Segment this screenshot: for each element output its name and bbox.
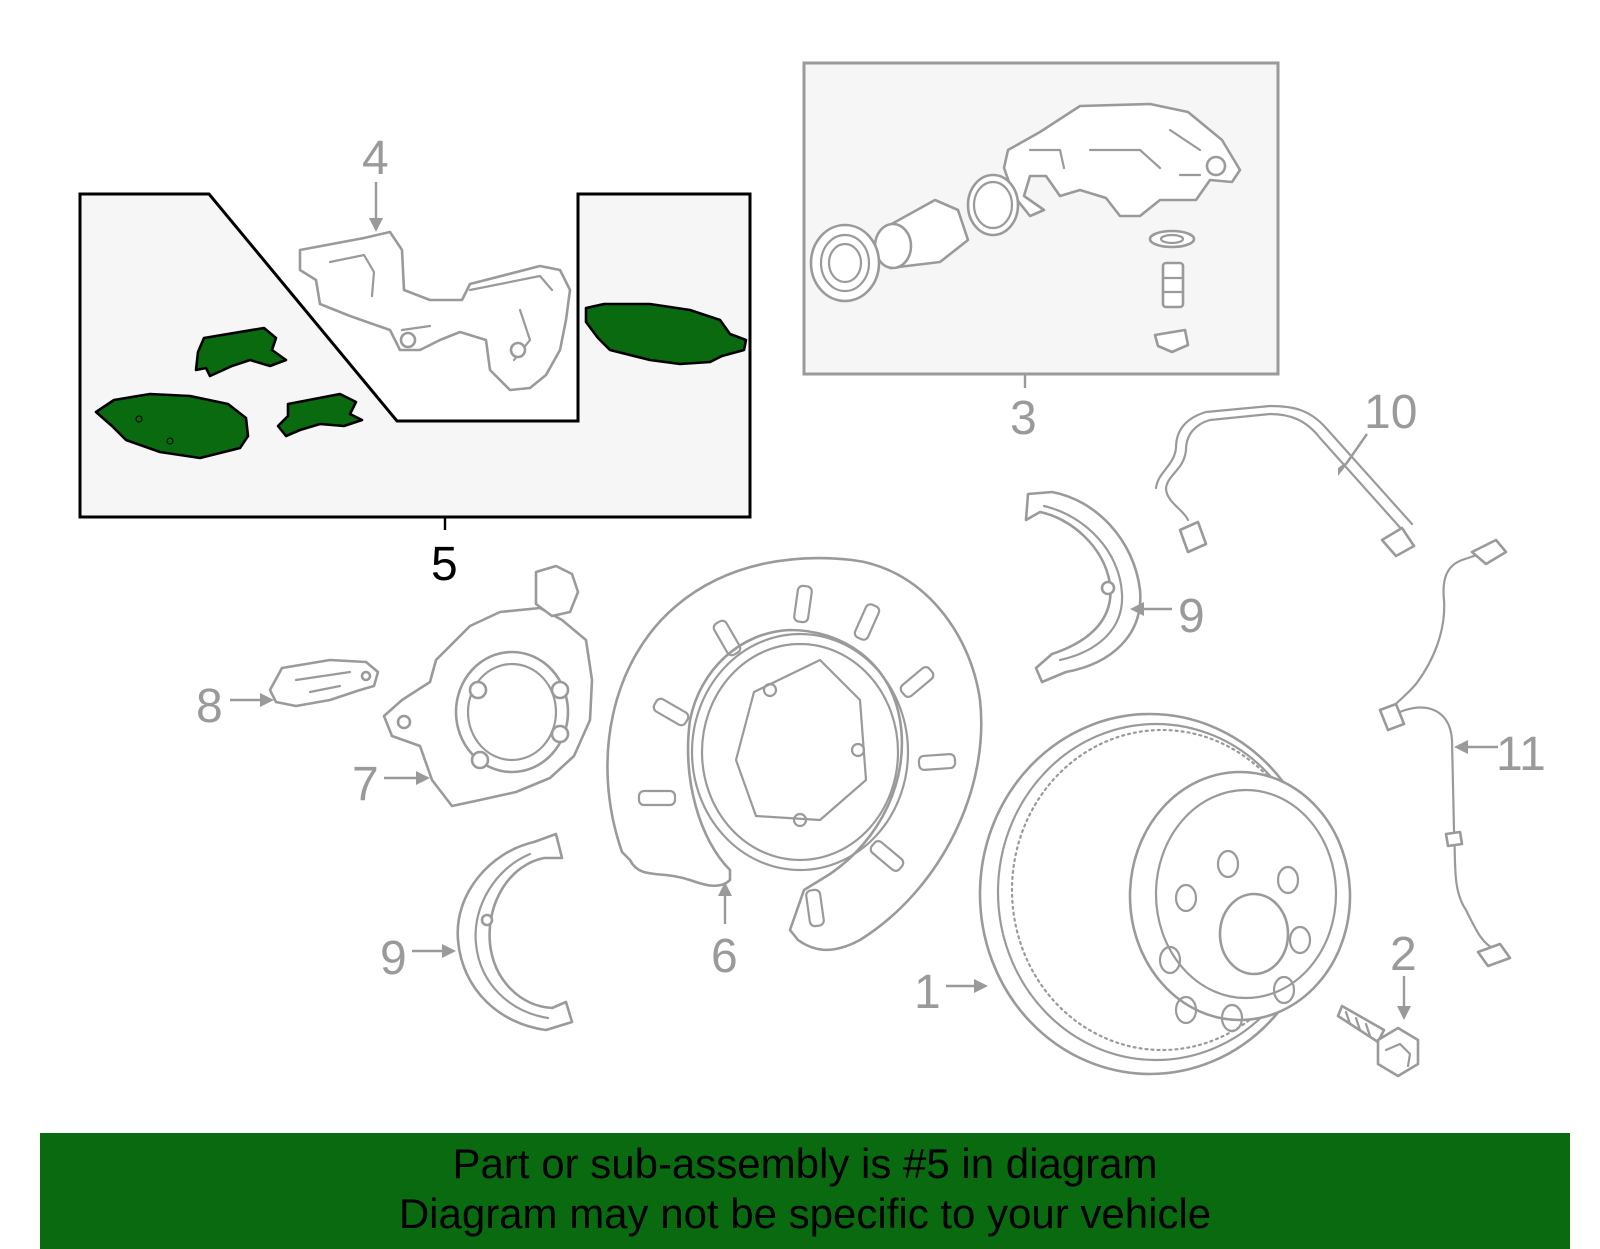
banner-line-2: Diagram may not be specific to your vehi… [398,1190,1212,1237]
pad-kit-box [78,192,752,519]
callout-11: 11 [1496,728,1546,781]
callout-4: 4 [362,132,389,185]
callout-6: 6 [711,930,738,983]
callout-3: 3 [1010,392,1037,445]
callout-7: 7 [352,758,379,811]
part-11-shape [1378,538,1512,968]
callout-1: 1 [914,966,941,1019]
part-9-lower-shape [456,832,574,1032]
banner-line-1: Part or sub-assembly is #5 in diagram [452,1140,1158,1187]
part-8-shape [268,658,380,708]
callout-leaders [230,182,1498,1020]
callout-9-upper: 9 [1178,590,1205,643]
part-6-shape [606,556,983,952]
caliper-assembly-box [802,61,1280,376]
callout-9-lower: 9 [380,932,407,985]
callout-8: 8 [196,680,223,733]
callout-5: 5 [431,538,458,591]
callout-labels: 4 3 5 10 9 8 11 7 6 9 1 2 [196,132,1546,1019]
part-1-shape [978,712,1352,1076]
part-2-shape [1336,1004,1420,1078]
part-7-shape [382,564,594,808]
callout-10: 10 [1364,386,1417,439]
part-10-shape [1154,404,1416,558]
info-banner: Part or sub-assembly is #5 in diagram Di… [40,1133,1570,1249]
part-9-upper-shape [1024,490,1142,684]
callout-2: 2 [1390,928,1417,981]
